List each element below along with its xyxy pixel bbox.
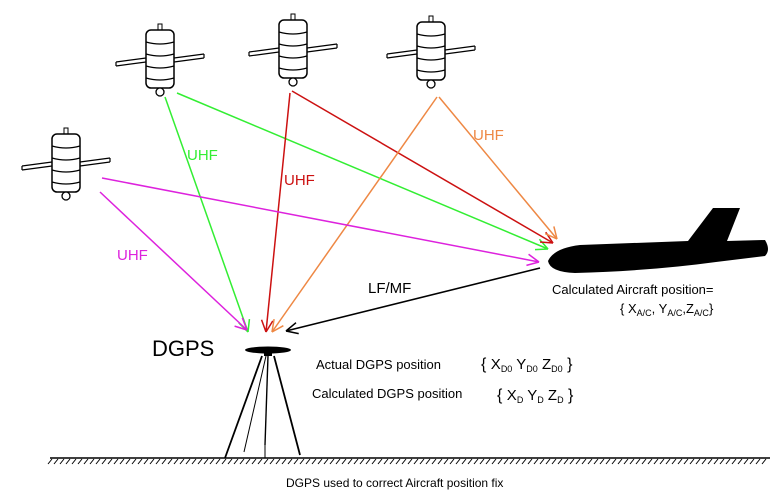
dgps-label: DGPS xyxy=(152,336,214,361)
satellite-icon-3 xyxy=(386,15,476,89)
arrow-green-to-dgps xyxy=(164,96,251,333)
caption: DGPS used to correct Aircraft position f… xyxy=(286,476,503,490)
arrow-black-aircraft-to-dgps xyxy=(285,267,541,335)
aircraft-position-coords: { XA/C, YA/C,ZA/C} xyxy=(620,301,714,318)
lfmf-label: LF/MF xyxy=(368,280,411,297)
signal-arrows xyxy=(99,90,558,335)
calculated-dgps-coords: { XD YD ZD } xyxy=(497,387,574,405)
arrow-magenta-to-aircraft xyxy=(101,177,540,267)
calculated-dgps-label: Calculated DGPS position xyxy=(312,386,462,401)
aircraft-icon xyxy=(548,208,768,273)
satellite-icon-2 xyxy=(248,13,338,87)
actual-dgps-label: Actual DGPS position xyxy=(316,357,441,372)
uhf-label-orange: UHF xyxy=(473,127,504,144)
satellite-icon-1 xyxy=(115,23,205,97)
arrow-magenta-to-dgps xyxy=(99,191,248,331)
arrow-orange-to-dgps xyxy=(271,96,438,333)
dgps-receiver-icon xyxy=(224,346,301,459)
arrow-red-to-dgps xyxy=(260,92,291,333)
uhf-label-magenta: UHF xyxy=(117,247,148,264)
satellite-icon-4 xyxy=(21,127,111,201)
arrow-orange-to-aircraft xyxy=(438,96,558,240)
actual-dgps-coords: { XD0 YD0 ZD0 } xyxy=(481,356,573,374)
aircraft-position-label: Calculated Aircraft position= xyxy=(552,282,714,297)
uhf-label-red: UHF xyxy=(284,172,315,189)
arrow-red-to-aircraft xyxy=(291,90,554,244)
uhf-label-green: UHF xyxy=(187,147,218,164)
arrow-green-to-aircraft xyxy=(176,92,549,251)
ground xyxy=(47,457,770,465)
